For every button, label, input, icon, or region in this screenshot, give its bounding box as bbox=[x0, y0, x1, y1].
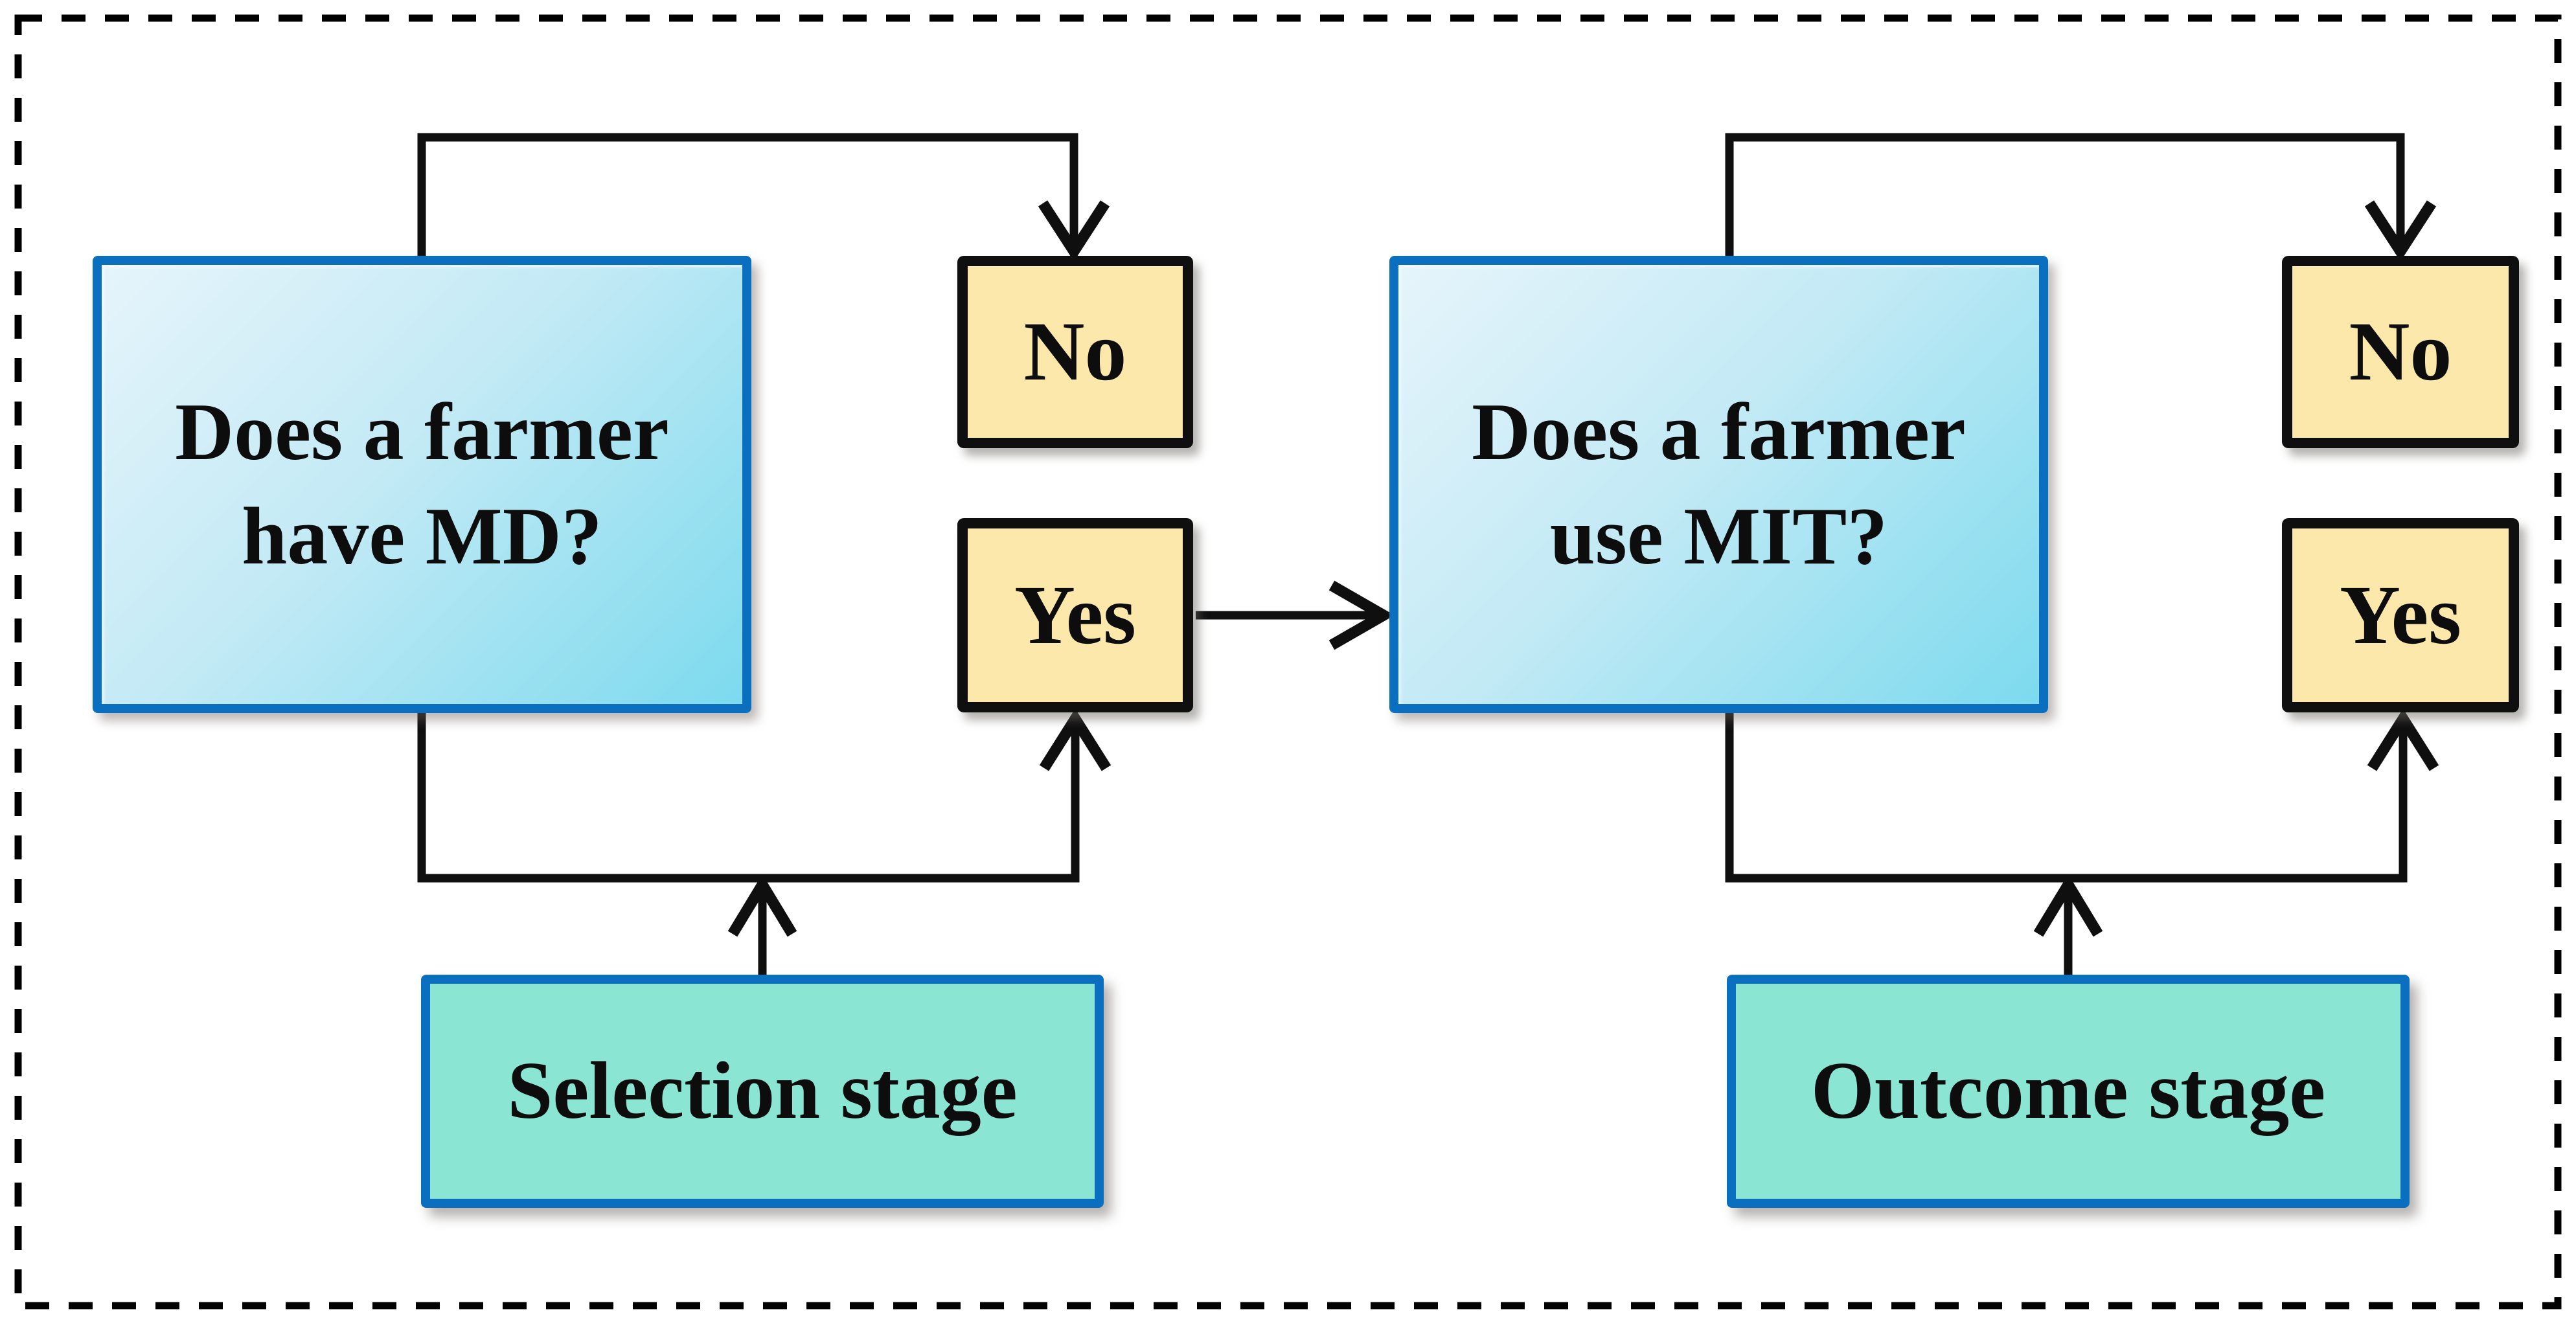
connector-md-to-yes bbox=[417, 709, 1111, 883]
answer-box-no-left: No bbox=[957, 256, 1193, 448]
arrowhead-up-yes-left bbox=[1039, 709, 1111, 771]
arrowhead-up-yes-right bbox=[2367, 709, 2439, 771]
arrowhead-up-selection bbox=[727, 874, 797, 937]
decision-box-use-mit-label: Does a farmer use MIT? bbox=[1472, 387, 1966, 582]
connector-outcome-stage bbox=[2033, 874, 2103, 979]
stage-box-outcome: Outcome stage bbox=[1727, 975, 2410, 1208]
answer-box-yes-left: Yes bbox=[957, 518, 1193, 712]
connector-md-to-no bbox=[417, 133, 1110, 262]
connector-mit-to-no bbox=[1725, 133, 2437, 262]
decision-box-have-md: Does a farmer have MD? bbox=[93, 256, 751, 713]
decision-box-have-md-label: Does a farmer have MD? bbox=[175, 387, 669, 582]
answer-box-no-right: No bbox=[2282, 256, 2519, 448]
answer-box-yes-right-label: Yes bbox=[2340, 568, 2461, 662]
connector-selection-stage bbox=[727, 874, 797, 979]
stage-box-outcome-label: Outcome stage bbox=[1810, 1046, 2326, 1137]
answer-box-yes-left-label: Yes bbox=[1014, 568, 1136, 662]
arrowhead-right-mit bbox=[1328, 580, 1395, 650]
arrowhead-down-no-right bbox=[2364, 200, 2437, 262]
answer-box-no-left-label: No bbox=[1023, 305, 1127, 399]
decision-box-use-mit: Does a farmer use MIT? bbox=[1389, 256, 2048, 713]
stage-box-selection: Selection stage bbox=[421, 975, 1104, 1208]
connector-yes-to-mit bbox=[1196, 580, 1395, 650]
arrowhead-down-no-left bbox=[1038, 200, 1110, 262]
stage-box-selection-label: Selection stage bbox=[507, 1046, 1018, 1137]
answer-box-yes-right: Yes bbox=[2282, 518, 2519, 712]
answer-box-no-right-label: No bbox=[2349, 305, 2452, 399]
dashed-frame bbox=[14, 14, 2562, 1310]
connector-mit-to-yes bbox=[1725, 709, 2439, 883]
arrowhead-up-outcome bbox=[2033, 874, 2103, 937]
